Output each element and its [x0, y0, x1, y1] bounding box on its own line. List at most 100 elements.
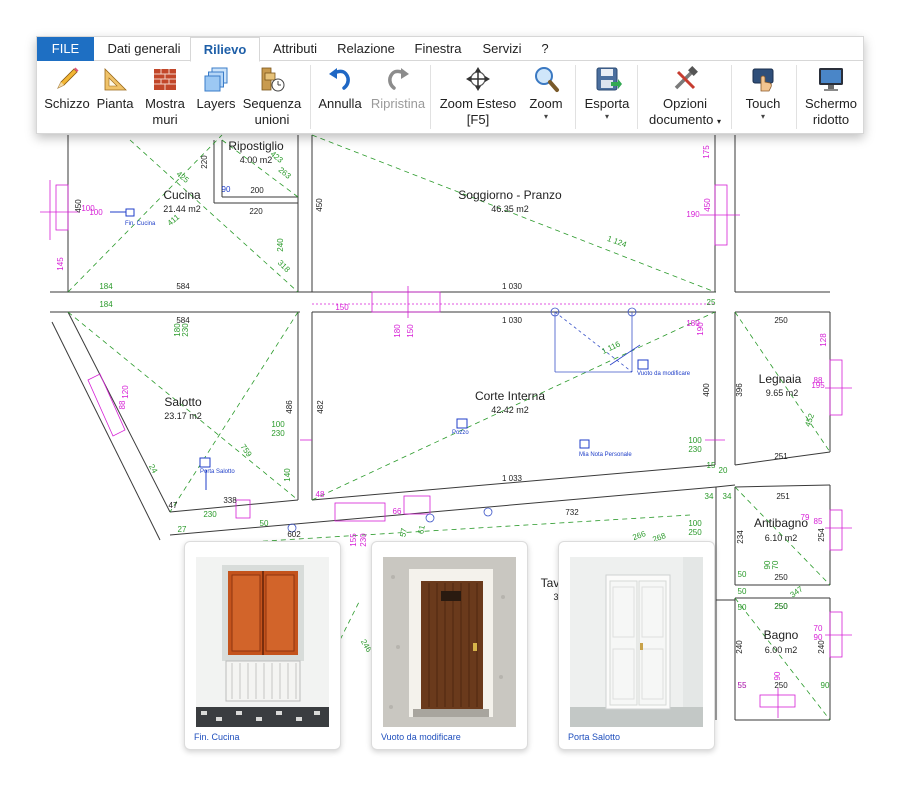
room-area-salotto: 23.17 m2 — [164, 411, 202, 421]
tab-help[interactable]: ? — [541, 41, 549, 56]
layers-label: Layers — [196, 96, 236, 111]
tab-finestra[interactable]: Finestra — [414, 41, 462, 56]
marker-captions: Fin. Cucina Porta Salotto Pozzo Vuoto da… — [125, 221, 691, 475]
marker-caption: Mia Nota Personale — [579, 452, 632, 458]
pianta-button[interactable]: Pianta — [93, 64, 137, 112]
room-area-ripostiglio: 4.00 m2 — [240, 155, 273, 165]
opzioni-documento-button[interactable]: Opzioni documento ▾ — [640, 64, 730, 130]
marker-caption: Porta Salotto — [200, 469, 235, 475]
ripristina-label: Ripristina — [370, 96, 426, 111]
dimension-label: 34 — [723, 492, 732, 501]
room-area-corte: 42.42 m2 — [491, 405, 529, 415]
camera-marker-icon[interactable] — [125, 208, 135, 217]
dimensions-blue: 90 — [222, 185, 231, 194]
photo-caption: Fin. Cucina — [194, 732, 240, 742]
dimension-label: 220 — [200, 155, 209, 169]
annulla-button[interactable]: Annulla — [315, 64, 365, 112]
tab-rilievo[interactable]: Rilievo — [190, 37, 260, 62]
photo-card-fin-cucina[interactable]: Fin. Cucina — [184, 541, 341, 750]
redo-icon — [388, 68, 409, 90]
sequenza-unioni-button[interactable]: Sequenza unioni — [240, 64, 304, 128]
dimension-label: 450 — [74, 199, 83, 213]
dimension-label: 450 — [315, 198, 324, 212]
dimension-label: 88 — [814, 376, 823, 385]
esporta-button[interactable]: Esporta ▾ — [579, 64, 635, 122]
schermo-label-1: Schermo — [804, 96, 858, 111]
tools-icon — [674, 66, 698, 90]
layers-button[interactable]: Layers — [193, 64, 239, 112]
undo-icon — [329, 68, 350, 90]
tab-dati-generali[interactable]: Dati generali — [107, 41, 181, 56]
tab-servizi[interactable]: Servizi — [482, 41, 522, 56]
dimension-label: 195 — [811, 381, 825, 390]
dimension-label: 263 — [277, 165, 293, 181]
touch-button[interactable]: Touch ▾ — [736, 64, 790, 122]
photo-markers[interactable] — [110, 208, 649, 490]
room-name-legnaia: Legnaia — [759, 372, 802, 386]
chevron-down-icon: ▾ — [543, 112, 548, 121]
dimension-label: 47 — [169, 501, 178, 510]
dimension-label: 184 — [99, 282, 113, 291]
photo-caption: Vuoto da modificare — [381, 732, 461, 742]
dimension-label: 90 — [222, 185, 231, 194]
photo-caption: Porta Salotto — [568, 732, 621, 742]
room-area-cucina: 21.44 m2 — [163, 204, 201, 214]
photo-card-vuoto[interactable]: Vuoto da modificare — [371, 541, 528, 750]
room-name-corte: Corte Interna — [475, 389, 545, 403]
zoom-esteso-button[interactable]: Zoom Esteso [F5] — [435, 64, 521, 128]
dimension-label: 318 — [276, 258, 292, 274]
dimension-label: 57 — [398, 527, 409, 538]
photo-card-porta-salotto[interactable]: Porta Salotto — [558, 541, 715, 750]
dimension-label: 234 — [736, 530, 745, 544]
schizzo-label: Schizzo — [44, 96, 90, 111]
dimension-label: 190 — [696, 322, 705, 336]
note-marker-icon[interactable] — [579, 439, 590, 449]
dimension-label: 200 — [250, 186, 264, 195]
camera-marker-icon[interactable] — [637, 359, 649, 370]
pencil-icon — [57, 67, 79, 89]
opzioni-label-2: documento — [649, 112, 714, 127]
tab-file[interactable]: FILE — [37, 37, 94, 61]
tab-attributi[interactable]: Attributi — [272, 41, 318, 56]
room-area-antibagno: 6.10 m2 — [765, 533, 798, 543]
dimension-label: 128 — [819, 333, 828, 347]
dimension-label: 251 — [774, 452, 788, 461]
schermo-ridotto-button[interactable]: Schermo ridotto — [801, 64, 861, 128]
dimension-label: 180 — [173, 323, 182, 337]
walls — [50, 135, 831, 721]
dimension-label: 1 030 — [502, 282, 523, 291]
dimension-label: 150 — [406, 324, 415, 338]
touch-label: Touch — [745, 96, 781, 111]
dimension-label: 50 — [738, 570, 747, 579]
dimension-label: 90 — [773, 671, 782, 680]
ripristina-button[interactable]: Ripristina — [367, 64, 429, 112]
schizzo-button[interactable]: Schizzo — [41, 64, 93, 112]
dimension-label: 90 — [763, 560, 772, 569]
layers-icon — [204, 67, 228, 92]
dimension-label: 1 030 — [502, 316, 523, 325]
dimension-label: 602 — [287, 530, 301, 539]
dimension-label: 180 — [686, 319, 700, 328]
room-area-bagno: 6.00 m2 — [765, 645, 798, 655]
room-name-antibagno: Antibagno — [754, 516, 808, 530]
sequenza-label-2: unioni — [254, 112, 290, 127]
dimension-label: 34 — [705, 492, 714, 501]
dimension-label: 1 033 — [502, 474, 523, 483]
dimension-label: 452 — [803, 412, 816, 428]
dimension-label: 184 — [99, 300, 113, 309]
dimension-label: 266 — [631, 529, 647, 542]
dimensions-magenta: 175 150 450 145 100 180 150 190 120 180 … — [56, 145, 828, 690]
camera-marker-icon[interactable] — [456, 418, 468, 429]
set-square-icon — [104, 68, 127, 91]
room-labels: Ripostiglio 4.00 m2 Cucina 21.44 m2 Sogg… — [163, 139, 808, 655]
dimension-label: 120 — [121, 385, 130, 399]
camera-marker-icon[interactable] — [199, 457, 211, 468]
zoom-esteso-label-1: Zoom Esteso — [439, 96, 517, 111]
opzioni-label-1: Opzioni — [662, 96, 708, 111]
dimension-label: 70 — [771, 560, 780, 569]
dimension-label: 230 — [688, 445, 702, 454]
mostra-muri-button[interactable]: Mostra muri — [140, 64, 190, 128]
zoom-button[interactable]: Zoom ▾ — [523, 64, 569, 122]
tab-relazione[interactable]: Relazione — [337, 41, 395, 56]
